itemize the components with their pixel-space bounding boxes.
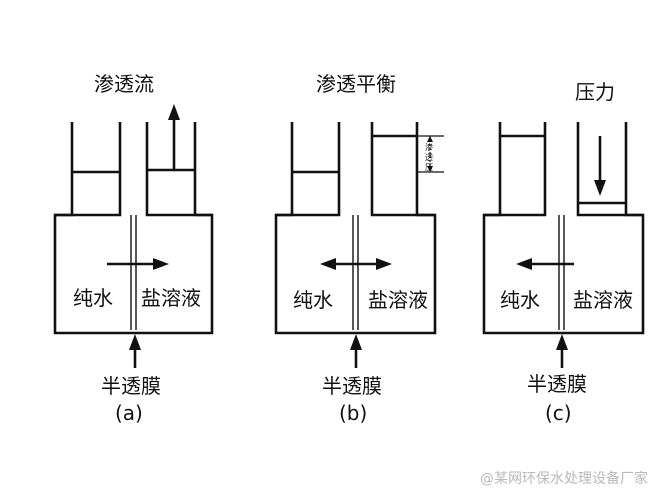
- panel-c-right-label: 盐溶液: [573, 288, 633, 312]
- panel-b-membrane-label: 半透膜: [322, 374, 382, 398]
- panel-c-left-label: 纯水: [500, 288, 540, 312]
- panel-c-membrane-pointer-head: [556, 334, 568, 350]
- panel-c-membrane-label: 半透膜: [527, 372, 587, 396]
- panel-b-pressure-char-1: 渗: [425, 142, 433, 152]
- panel-a: 渗透流 纯水 盐溶液 半透膜 (a): [53, 72, 214, 425]
- panel-c: 压力 纯水 盐溶液 半透膜 (c): [482, 80, 645, 425]
- panel-a-water-arrow-head: [153, 258, 169, 270]
- panel-b-left-tube: [276, 122, 341, 217]
- panel-b-pressure-arrow-down: [427, 166, 433, 172]
- panel-b-pressure-char-3: 压: [425, 163, 433, 172]
- panel-c-caption: (c): [545, 401, 572, 425]
- panel-a-flow-arrow-head: [168, 104, 180, 120]
- panel-b: 渗透平衡 渗 透 压 纯水 盐溶液 半透膜 (b): [274, 72, 444, 425]
- panel-c-left-tube: [484, 122, 547, 217]
- panel-b-right-label: 盐溶液: [368, 288, 428, 312]
- panel-a-left-label: 纯水: [73, 286, 113, 310]
- panel-a-membrane-label: 半透膜: [101, 374, 161, 398]
- panel-a-left-tube: [55, 122, 122, 217]
- panel-c-right-tube: [576, 122, 643, 217]
- panel-c-pressure-arrow-head: [594, 180, 606, 196]
- panel-b-title: 渗透平衡: [316, 72, 396, 96]
- panel-b-right-tube: [370, 122, 435, 217]
- panel-b-caption: (b): [339, 401, 367, 425]
- panel-c-title: 压力: [575, 80, 615, 104]
- panel-c-reverse-arrow-head: [516, 258, 532, 270]
- panel-a-title: 渗透流: [94, 72, 154, 96]
- panel-b-left-label: 纯水: [293, 288, 333, 312]
- panel-b-equilibrium-arrow-right-head: [376, 258, 392, 270]
- panel-a-right-label: 盐溶液: [141, 286, 201, 310]
- panel-b-equilibrium-arrow-left-head: [320, 258, 336, 270]
- panel-b-pressure-arrow-up: [427, 136, 433, 142]
- panel-a-caption: (a): [115, 401, 143, 425]
- watermark: @某网环保水处理设备厂家: [480, 470, 648, 487]
- panel-b-pressure-char-2: 透: [425, 153, 433, 162]
- panel-a-right-tube: [145, 122, 212, 217]
- panel-a-membrane-pointer-head: [129, 334, 141, 350]
- panel-b-membrane-pointer-head: [350, 334, 362, 350]
